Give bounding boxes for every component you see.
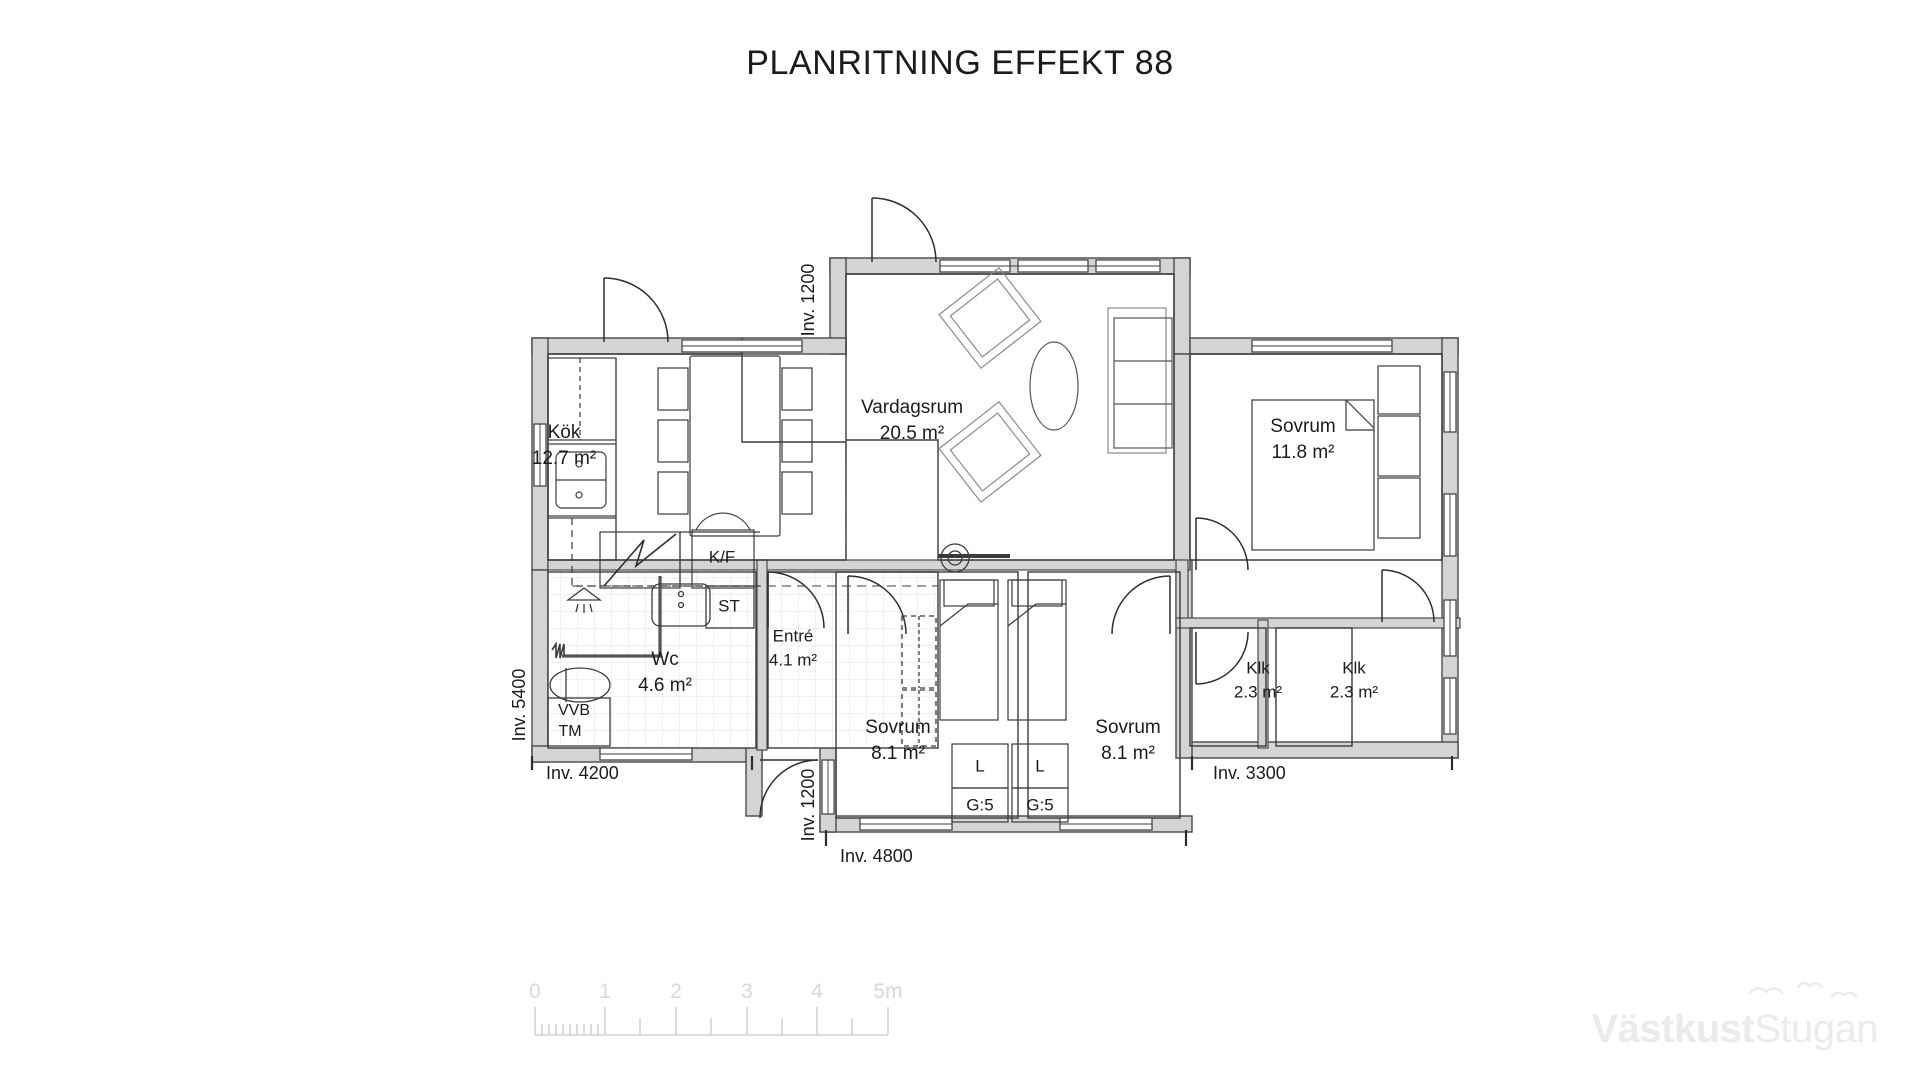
doors [603, 197, 1435, 819]
scale-tick-label: 4 [811, 980, 823, 1003]
room-label-area: 8.1 m² [1101, 743, 1155, 764]
bathroom-fixtures [547, 576, 711, 747]
scale-tick-label: 5m [873, 980, 902, 1003]
kitchen-fixtures [547, 355, 813, 589]
dimension-label: Inv. 4800 [840, 846, 913, 866]
master-bedroom-furniture [1251, 365, 1421, 551]
room-label-name: Sovrum [1095, 717, 1160, 738]
stove-icon [938, 543, 1010, 573]
brand-logo-text: VästkustStugan [1591, 1009, 1878, 1049]
room-label-area: 8.1 m² [871, 743, 925, 764]
scale-tick-label: 0 [529, 980, 541, 1003]
dimension-label: Inv. 4200 [546, 763, 619, 783]
room-label-name: Vardagsrum [861, 397, 963, 418]
room-label-name: Kök [548, 422, 581, 443]
scale-tick-label: 3 [741, 980, 753, 1003]
dimension-label: Inv. 3300 [1213, 763, 1286, 783]
brand-part-2: Stugan [1754, 1007, 1878, 1051]
fixture-label-g5: G:5 [1026, 795, 1053, 814]
room-label-name: Wc [651, 649, 678, 670]
room-label-area: 11.8 m² [1271, 442, 1334, 463]
centerline [572, 440, 938, 587]
seagulls-icon [1748, 982, 1858, 998]
room-label-name: Klk [1342, 658, 1366, 677]
room-label-area: 4.6 m² [638, 675, 692, 696]
living-room-furniture [938, 266, 1173, 504]
room-label-area: 20.5 m² [880, 423, 944, 444]
fixture-label-st: ST [718, 596, 740, 615]
room-label-area: 2.3 m² [1234, 682, 1283, 701]
fixture-label-vvb: VVB [558, 702, 590, 719]
room-label-name: Klk [1246, 658, 1270, 677]
room-label-area: 2.3 m² [1330, 682, 1379, 701]
room-label-area: 4.1 m² [769, 650, 818, 669]
fixture-labels: K/F ST VVB TM L L G:5 G:5 [558, 547, 1054, 814]
dimension-marks [530, 756, 1454, 846]
room-labels: Kök 12.7 m² Vardagsrum 20.5 m² Sovrum 11… [532, 397, 1379, 764]
page-title: PLANRITNING EFFEKT 88 [746, 44, 1174, 82]
scale-bar: 0 1 2 3 4 5m [529, 980, 903, 1036]
fixture-label-wardrobe: L [1035, 756, 1044, 775]
brand-part-1: Västkust [1591, 1007, 1755, 1051]
dimension-labels: Inv. 1200 Inv. 5400 Inv. 4200 Inv. 1200 … [509, 264, 1286, 866]
dimension-label: Inv. 1200 [798, 769, 818, 842]
scale-tick-label: 2 [670, 980, 682, 1003]
fixture-label-wardrobe: L [975, 756, 984, 775]
room-label-area: 12.7 m² [532, 448, 596, 469]
dimension-label: Inv. 1200 [798, 264, 818, 337]
fixture-label-kf: K/F [709, 547, 735, 566]
room-label-name: Entré [773, 626, 814, 645]
fixture-label-g5: G:5 [966, 795, 993, 814]
windows [533, 259, 1457, 831]
room-label-name: Sovrum [865, 717, 930, 738]
scale-tick-label: 1 [599, 980, 611, 1003]
fixture-label-tm: TM [558, 723, 581, 740]
room-outlines [547, 273, 1443, 819]
brand-logo: VästkustStugan [1591, 977, 1878, 1049]
room-label-name: Sovrum [1270, 416, 1335, 437]
beds [939, 579, 1069, 823]
dimension-label: Inv. 5400 [509, 669, 529, 742]
interior-walls [547, 559, 1461, 751]
